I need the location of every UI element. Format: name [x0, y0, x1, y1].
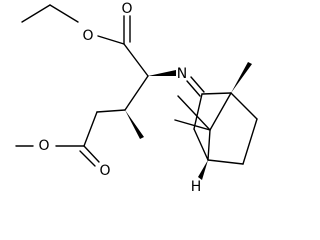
bond-n-imine-double-b — [186, 80, 201, 97]
bond-c7-methyl-a — [177, 95, 211, 131]
structure-canvas: O O N O O H — [15, 1, 258, 195]
bond-cbeta-ch2 — [96, 109, 126, 113]
bond-ethyl-ch3 — [21, 4, 51, 23]
bond-c7-methyl-b — [174, 119, 211, 131]
bond-c6-c5 — [242, 118, 258, 165]
chemical-structure: O O N O O H — [15, 1, 258, 195]
bond-bottom-carbonyl-double-a — [83, 145, 100, 163]
wedge-c1-methyl — [231, 62, 252, 93]
bond-o-carbonyl-c — [97, 35, 125, 45]
atom-label-o-ester-top: O — [82, 28, 93, 44]
bond-c4-c7 — [207, 129, 211, 161]
atom-label-o-ester-bottom: O — [38, 138, 49, 154]
atom-label-n-imine: N — [177, 66, 187, 82]
bond-c4-c3 — [193, 128, 209, 161]
wedge-cbeta-methyl — [125, 110, 144, 139]
bond-bottom-carbonyl-double-b — [79, 150, 96, 167]
bond-c1-c7 — [209, 92, 232, 131]
bond-n-imine-double-a — [190, 76, 205, 93]
atom-label-o-carbonyl-top: O — [121, 1, 132, 17]
wedge-calpha-n — [148, 70, 176, 76]
wedge-c4-h — [198, 160, 208, 180]
bond-ch2-carbonyl — [83, 111, 98, 147]
bond-ethyl-ch2-o — [49, 4, 79, 23]
atom-label-o-carbonyl-bottom: O — [99, 163, 110, 179]
bond-c1-c6 — [230, 92, 258, 120]
bond-calpha-cbeta — [124, 75, 149, 111]
atom-label-h-bridgehead: H — [191, 179, 202, 195]
bond-c5-c4 — [207, 159, 244, 165]
bond-carbonyl-calpha — [123, 43, 149, 77]
bond-c2-c1 — [201, 92, 232, 95]
bond-c3-c2 — [193, 93, 203, 130]
